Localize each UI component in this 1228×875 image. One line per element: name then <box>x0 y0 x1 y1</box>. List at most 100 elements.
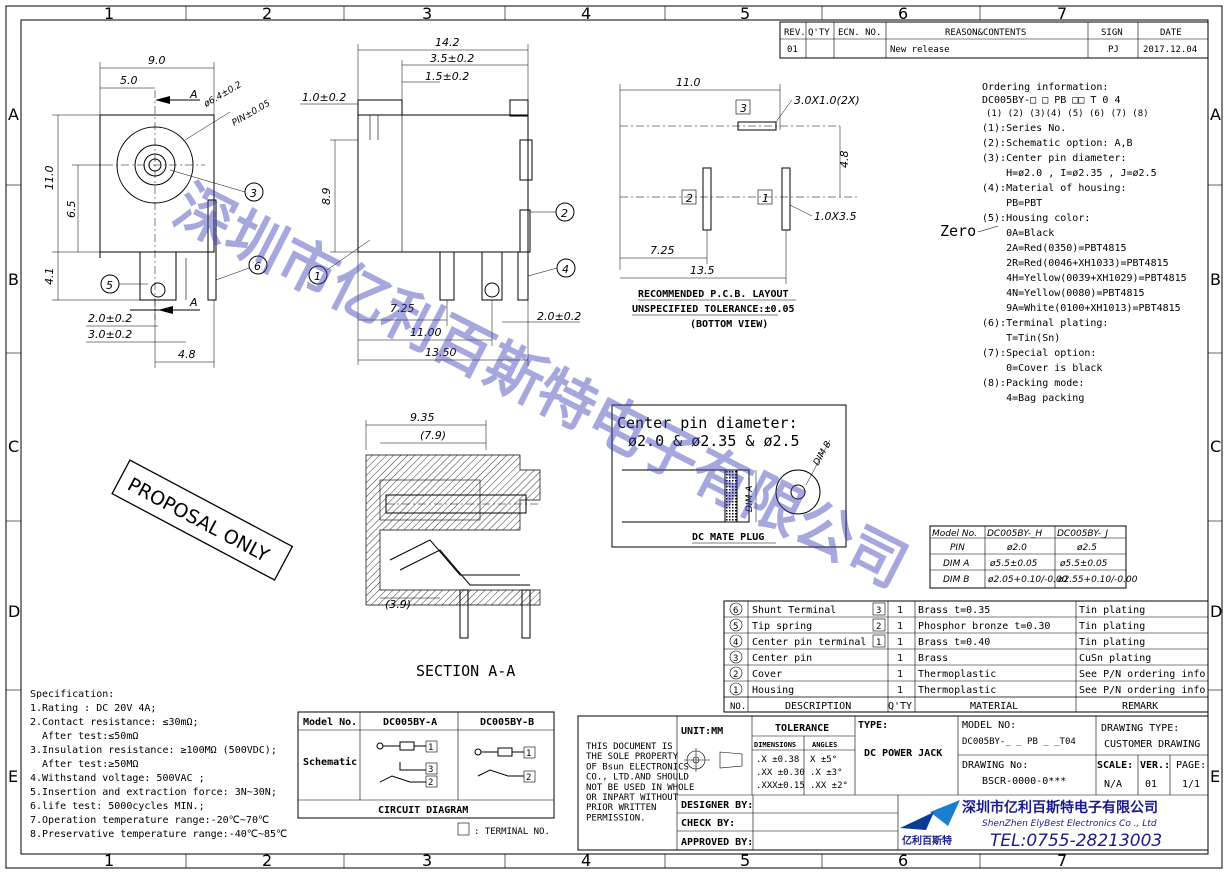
bom-remark: Tin plating <box>1079 605 1145 616</box>
bom-no: 1 <box>733 686 738 696</box>
bom-terminal-no: 2 <box>876 622 881 632</box>
bom-material: Phosphor bronze t=0.30 <box>918 621 1050 632</box>
grid-col-1: 1 <box>104 4 114 23</box>
disclaimer-line: PERMISSION. <box>586 813 646 823</box>
svg-text:DC005BY-_ _ PB _ _T04: DC005BY-_ _ PB _ _T04 <box>962 737 1076 747</box>
grid-row-c: C <box>8 437 19 456</box>
ordering-line: (4):Material of housing: <box>982 183 1127 194</box>
bom-qty: 1 <box>897 669 903 680</box>
svg-text:2.0±0.2: 2.0±0.2 <box>537 310 581 323</box>
part-balloons: 1 2 3 4 5 6 <box>100 169 576 294</box>
svg-text:REV.: REV. <box>784 28 806 38</box>
svg-text:ø2.0: ø2.0 <box>1006 543 1027 553</box>
svg-text:PAGE:: PAGE: <box>1176 760 1206 771</box>
spec-line: After test:≤50mΩ <box>30 731 138 742</box>
disclaimer-line: OR INPART WITHOUT <box>586 793 679 803</box>
svg-text:5.0: 5.0 <box>120 74 138 87</box>
bom-qty: 1 <box>897 621 903 632</box>
svg-text:14.2: 14.2 <box>435 36 460 49</box>
inner-border <box>20 19 1209 855</box>
svg-text:REASON&CONTENTS: REASON&CONTENTS <box>945 28 1026 38</box>
ordering-line: 4N=Yellow(0080)=PBT4815 <box>982 288 1145 299</box>
ordering-line: (8):Packing mode: <box>982 378 1084 389</box>
svg-text:DESCRIPTION: DESCRIPTION <box>785 701 851 712</box>
svg-text:13.50: 13.50 <box>425 346 457 359</box>
svg-text:Zero: Zero <box>940 222 976 240</box>
outer-border <box>5 5 1223 869</box>
section-view: 9.35 (7.9) (3.9) SECTION A-A <box>365 411 541 680</box>
bom-terminal-no: 3 <box>876 606 881 616</box>
disclaimer-line: NOT BE USED IN WHOLE <box>586 783 694 793</box>
svg-text:DC005BY-_H: DC005BY-_H <box>987 529 1042 539</box>
watermark: 深圳市亿利百斯特电子有限公司 <box>164 172 918 601</box>
svg-text:3: 3 <box>250 187 257 200</box>
svg-text:Specification:: Specification: <box>30 689 114 700</box>
bom-balloon <box>729 682 743 696</box>
svg-text:1: 1 <box>762 192 769 205</box>
svg-text:4: 4 <box>581 851 591 870</box>
section-title: SECTION A-A <box>416 662 515 680</box>
spec-line: 8.Preservative temperature range:-40℃~85… <box>30 829 287 840</box>
svg-text:Ordering information:: Ordering information: <box>982 82 1108 93</box>
svg-text:Model No.: Model No. <box>303 717 357 728</box>
bom-description: Center pin <box>752 653 812 664</box>
svg-text:DC MATE PLUG: DC MATE PLUG <box>692 532 764 543</box>
svg-text:7.25: 7.25 <box>650 244 675 257</box>
svg-text:Q'TY: Q'TY <box>808 28 830 38</box>
svg-text:1: 1 <box>104 851 114 870</box>
svg-text:(BOTTOM VIEW): (BOTTOM VIEW) <box>690 319 768 330</box>
svg-text:1: 1 <box>428 743 433 753</box>
company-name-cn: 深圳市亿利百斯特电子有限公司 <box>962 799 1158 816</box>
svg-text:(3.9): (3.9) <box>385 598 411 611</box>
svg-text:2: 2 <box>428 778 433 788</box>
bom-qty: 1 <box>897 685 903 696</box>
bom-material: Thermoplastic <box>918 669 996 680</box>
ordering-line: 2A=Red(0350)=PBT4815 <box>982 243 1127 254</box>
svg-text:1/1: 1/1 <box>1182 779 1200 790</box>
company-logo-icon <box>930 800 960 826</box>
ordering-line: 9A=White(0100+XH1013)=PBT4815 <box>982 303 1181 314</box>
svg-text:B: B <box>1210 270 1221 289</box>
svg-text:1.5±0.2: 1.5±0.2 <box>425 70 469 83</box>
bom-no: 6 <box>733 606 738 616</box>
svg-text:MATERIAL: MATERIAL <box>970 701 1018 712</box>
svg-text:3: 3 <box>740 102 747 115</box>
ordering-line: (3):Center pin diameter: <box>982 153 1127 164</box>
bom-balloon <box>729 666 743 680</box>
svg-text:PROPOSAL ONLY: PROPOSAL ONLY <box>124 474 273 567</box>
svg-text:11.00: 11.00 <box>410 326 442 339</box>
bom-balloon <box>729 618 743 632</box>
svg-text:E: E <box>1210 767 1220 786</box>
svg-text:DATE: DATE <box>1160 28 1182 38</box>
ordering-line: (1):Series No. <box>982 123 1066 134</box>
grid-col-7: 7 <box>1057 4 1067 23</box>
spec-line: 6.life test: 5000cycles MIN.; <box>30 801 205 812</box>
ordering-line: 0=Cover is black <box>982 363 1102 374</box>
svg-text:Q'TY: Q'TY <box>888 701 912 712</box>
svg-text:ø2.05+0.10/-0.00: ø2.05+0.10/-0.00 <box>987 575 1068 585</box>
ordering-line: PB=PBT <box>982 198 1042 209</box>
svg-text:BSCR-0000-0***: BSCR-0000-0*** <box>982 776 1066 787</box>
bom-remark: See P/N ordering info <box>1079 669 1205 680</box>
svg-text:DIM A: DIM A <box>745 486 755 512</box>
ordering-line: (2):Schematic option: A,B <box>982 138 1133 149</box>
svg-text:DIM B: DIM B <box>943 575 969 585</box>
spec-line: 2.Contact resistance: ≤30mΩ; <box>30 717 199 728</box>
svg-text:UNSPECIFIED TOLERANCE:±0.05: UNSPECIFIED TOLERANCE:±0.05 <box>632 304 795 315</box>
svg-text:2: 2 <box>526 773 531 783</box>
bom-description: Shunt Terminal <box>752 605 836 616</box>
bom-balloon <box>729 602 743 616</box>
svg-text:NO.: NO. <box>730 702 746 712</box>
svg-text:DC005BY-B: DC005BY-B <box>480 717 534 728</box>
pcb-layout: 11.0 3 3.0X1.0(2X) 4.8 2 1 1.0X3.5 7.25 … <box>619 76 860 330</box>
grid-col-4: 4 <box>581 4 591 23</box>
side-view: 8.9 14.2 3.5±0.2 1.5±0.2 1.0±0.2 7.25 11… <box>300 36 581 366</box>
ordering-information: Ordering information: DC005BY-□ □ PB □□ … <box>940 82 1187 404</box>
ordering-line: 4=Bag packing <box>982 393 1084 404</box>
bom-remark: Tin plating <box>1079 637 1145 648</box>
specification: Specification: 1.Rating : DC 20V 4A;2.Co… <box>30 689 287 840</box>
svg-text:UNIT:MM: UNIT:MM <box>681 726 723 737</box>
svg-text:4.8: 4.8 <box>838 151 851 169</box>
svg-text:X ±5°: X ±5° <box>810 755 837 765</box>
